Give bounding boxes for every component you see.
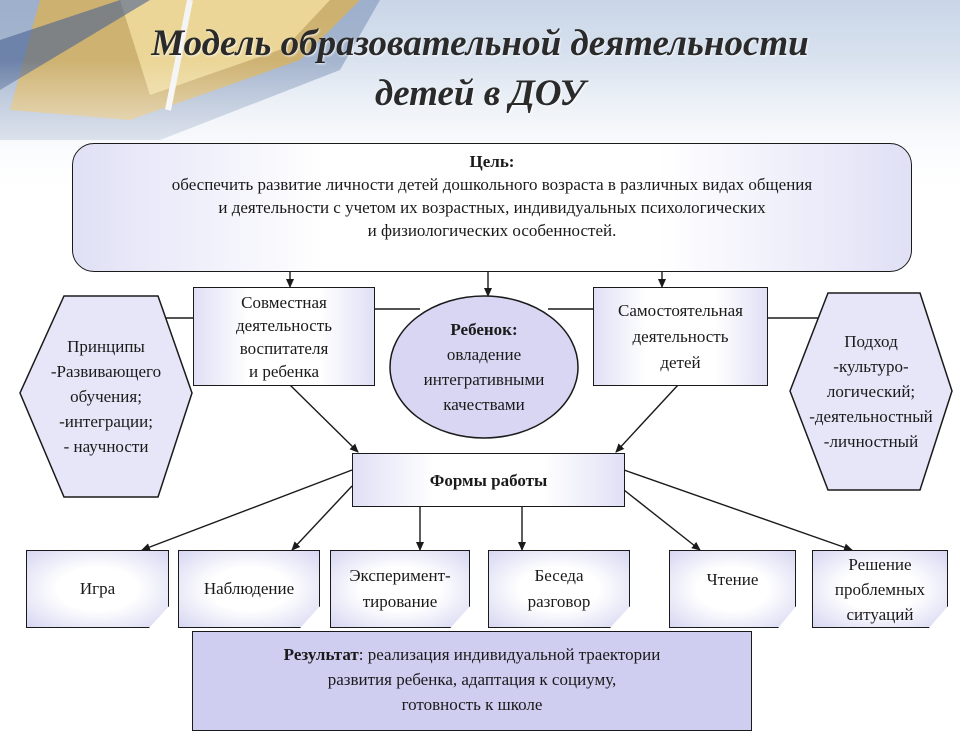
joint-activity-line: и ребенка bbox=[248, 361, 319, 381]
form-card-label: Чтение bbox=[706, 570, 759, 589]
goal-text-line: обеспечить развитие личности детей дошко… bbox=[171, 175, 813, 194]
goal-box: Цель: обеспечить развитие личности детей… bbox=[72, 143, 912, 272]
result-label: Результат bbox=[283, 645, 359, 664]
approach-line: -деятельностный bbox=[809, 406, 933, 426]
title-line-1: Модель образовательной деятельности bbox=[151, 23, 809, 64]
form-card-label: Наблюдение bbox=[203, 579, 295, 598]
form-card-label: ситуаций bbox=[846, 604, 914, 624]
child-label: Ребенок: bbox=[450, 320, 518, 339]
independent-activity-line: деятельность bbox=[632, 326, 729, 346]
form-card-label: Игра bbox=[79, 579, 116, 598]
joint-activity-line: деятельность bbox=[236, 315, 332, 335]
goal-label: Цель: bbox=[469, 152, 515, 171]
form-card-game: Игра bbox=[26, 550, 169, 628]
child-text: Ребенок: овладение интегративными качест… bbox=[396, 312, 572, 422]
form-card-label: тирование bbox=[362, 592, 438, 611]
form-card-experiment: Эксперимент- тирование bbox=[330, 550, 470, 628]
independent-activity-line: детей bbox=[660, 352, 701, 372]
principles-line: Принципы bbox=[67, 336, 145, 356]
joint-activity-line: воспитателя bbox=[239, 338, 329, 358]
approach-line: -культуро- bbox=[833, 356, 909, 376]
form-card-label: Решение bbox=[848, 554, 912, 574]
result-box: Результат: реализация индивидуальной тра… bbox=[192, 631, 752, 731]
form-card-problem-solving: Решение проблемных ситуаций bbox=[812, 550, 948, 628]
joint-activity-line: Совместная bbox=[241, 292, 327, 312]
joint-activity-box: Совместная деятельность воспитателя и ре… bbox=[193, 287, 375, 386]
connectors bbox=[141, 272, 853, 552]
goal-text-line: и деятельности с учетом их возрастных, и… bbox=[218, 198, 766, 217]
form-card-label: проблемных bbox=[834, 579, 926, 599]
form-card-label: разговор bbox=[527, 592, 591, 611]
result-line: готовность к школе bbox=[401, 695, 543, 714]
approach-text: Подход -культуро- логический; -деятельно… bbox=[792, 328, 950, 454]
form-card-reading: Чтение bbox=[669, 550, 796, 628]
principles-line: обучения; bbox=[70, 386, 142, 406]
work-forms-box: Формы работы bbox=[352, 453, 625, 507]
form-card-label: Эксперимент- bbox=[349, 566, 451, 585]
child-line: интегративными bbox=[423, 370, 545, 389]
principles-hexagon bbox=[19, 295, 193, 498]
form-card-label: Беседа bbox=[534, 566, 584, 585]
result-line: развития ребенка, адаптация к социуму, bbox=[327, 670, 617, 689]
work-forms-label: Формы работы bbox=[429, 470, 548, 490]
form-card-conversation: Беседа разговор bbox=[488, 550, 630, 628]
approach-line: Подход bbox=[844, 331, 898, 351]
goal-text-line: и физиологических особенностей. bbox=[367, 221, 617, 240]
title-line-2: детей в ДОУ bbox=[374, 73, 586, 114]
approach-line: -личностный bbox=[823, 431, 919, 451]
result-line-1-text: : реализация индивидуальной траектории bbox=[358, 645, 661, 664]
principles-text: Принципы -Развивающего обучения; -интегр… bbox=[26, 333, 186, 459]
independent-activity-line: Самостоятельная bbox=[618, 300, 743, 320]
approach-line: логический; bbox=[826, 381, 916, 401]
independent-activity-box: Самостоятельная деятельность детей bbox=[593, 287, 768, 386]
child-line: овладение bbox=[446, 345, 522, 364]
result-line: Результат: реализация индивидуальной тра… bbox=[284, 642, 661, 667]
approach-hexagon bbox=[789, 292, 953, 491]
child-line: качествами bbox=[443, 395, 525, 414]
form-card-observation: Наблюдение bbox=[178, 550, 320, 628]
principles-line: - научности bbox=[63, 436, 149, 456]
principles-line: -интеграции; bbox=[59, 411, 153, 431]
child-ellipse bbox=[389, 295, 579, 439]
principles-line: -Развивающего bbox=[50, 361, 162, 381]
